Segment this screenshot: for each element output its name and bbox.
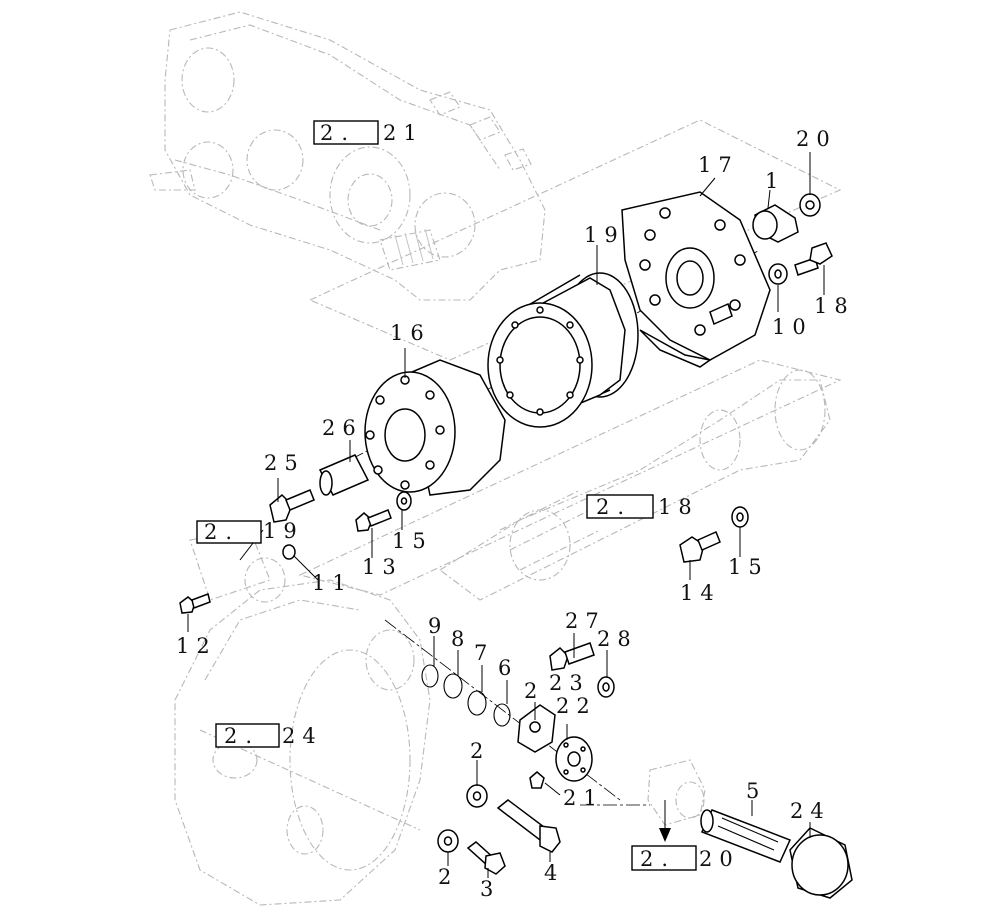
ref-box-2-21-text: 2.: [320, 121, 356, 145]
snap-rings: [421, 664, 511, 727]
label-4: 4: [544, 861, 564, 885]
ghost-gearbox-upper: [149, 11, 546, 301]
ref-box-2-19[interactable]: 2.: [196, 520, 262, 544]
label-21: 21: [563, 786, 604, 810]
bolt-13: [355, 509, 392, 532]
bolt-27: [549, 642, 595, 671]
label-22: 22: [556, 694, 597, 718]
washer-2b: [437, 829, 459, 853]
label-10: 10: [772, 315, 813, 339]
label-20-top: 20: [796, 127, 837, 151]
shaft-5: [700, 809, 792, 863]
ref-box-2-24-suffix: 24: [282, 724, 323, 748]
ref-box-2-18-suffix: 18: [658, 495, 699, 519]
pin-26: [318, 454, 370, 496]
label-25: 25: [264, 451, 305, 475]
bolt-3: [466, 841, 506, 875]
flange-plate-17: [621, 191, 771, 368]
svg-text:2.: 2.: [204, 520, 240, 544]
label-3: 3: [480, 877, 500, 901]
label-28: 28: [597, 627, 638, 651]
drum-19: [487, 272, 639, 428]
label-7: 7: [474, 641, 494, 665]
bolt-25: [269, 489, 315, 523]
ref-box-2-21[interactable]: 2. 21: [313, 120, 424, 145]
label-17: 17: [698, 153, 739, 177]
label-23: 23: [549, 671, 590, 695]
label-26: 26: [322, 416, 363, 440]
ref-box-2-18[interactable]: 2. 18: [586, 494, 699, 519]
ref-box-2-20[interactable]: 2. 20: [631, 845, 740, 871]
part-labels: 20 17 1 19 18 10 16 26 25 19 15 13 11 12…: [176, 127, 855, 901]
ghost-gearbox-lower: [174, 529, 431, 906]
cam-23: [517, 704, 556, 753]
ghost-drive-shaft: [298, 359, 842, 601]
label-8: 8: [451, 627, 471, 651]
washer-28: [597, 676, 615, 698]
label-19: 19: [263, 519, 304, 543]
cap-24: [789, 827, 853, 899]
bolt-4: [496, 799, 561, 853]
ref-box-2-20-text: 2.: [640, 847, 676, 871]
label-19-top: 19: [584, 223, 625, 247]
washer-15: [396, 491, 412, 511]
bolt-12: [179, 593, 211, 614]
label-6: 6: [498, 656, 518, 680]
flange-22: [555, 736, 593, 782]
label-18: 18: [814, 294, 855, 318]
ghost-coupling: [647, 759, 706, 826]
hub-16: [364, 359, 506, 496]
ref-box-2-21-suffix: 21: [383, 121, 424, 145]
bolt-21: [529, 771, 545, 789]
label-5: 5: [746, 779, 766, 803]
washer-10: [768, 263, 788, 285]
washer-2a: [466, 784, 488, 808]
bolt-18: [794, 242, 833, 276]
ref-box-2-18-text: 2.: [596, 495, 632, 519]
label-15: 15: [392, 529, 433, 553]
label-24: 24: [790, 799, 831, 823]
label-27: 27: [565, 609, 606, 633]
label-14: 14: [680, 581, 721, 605]
washer-20: [799, 193, 821, 217]
ref-box-2-20-suffix: 20: [699, 847, 740, 871]
label-9: 9: [428, 614, 448, 638]
label-16: 16: [390, 321, 431, 345]
label-11: 11: [312, 571, 353, 595]
label-15-right: 15: [728, 555, 769, 579]
label-13: 13: [362, 555, 403, 579]
label-2-washer-b: 2: [438, 865, 458, 889]
ref-box-2-24-text: 2.: [224, 724, 260, 748]
bolt-14: [679, 530, 721, 563]
nut-11: [282, 544, 296, 560]
label-12: 12: [176, 634, 217, 658]
label-2-cam: 2: [524, 679, 544, 703]
label-1: 1: [765, 169, 785, 193]
leader-lines: [187, 152, 825, 878]
label-2-washer-a: 2: [470, 739, 490, 763]
ref-box-2-24[interactable]: 2. 24: [215, 723, 323, 748]
washer-15-right: [731, 506, 749, 528]
bearing-1: [752, 204, 799, 243]
